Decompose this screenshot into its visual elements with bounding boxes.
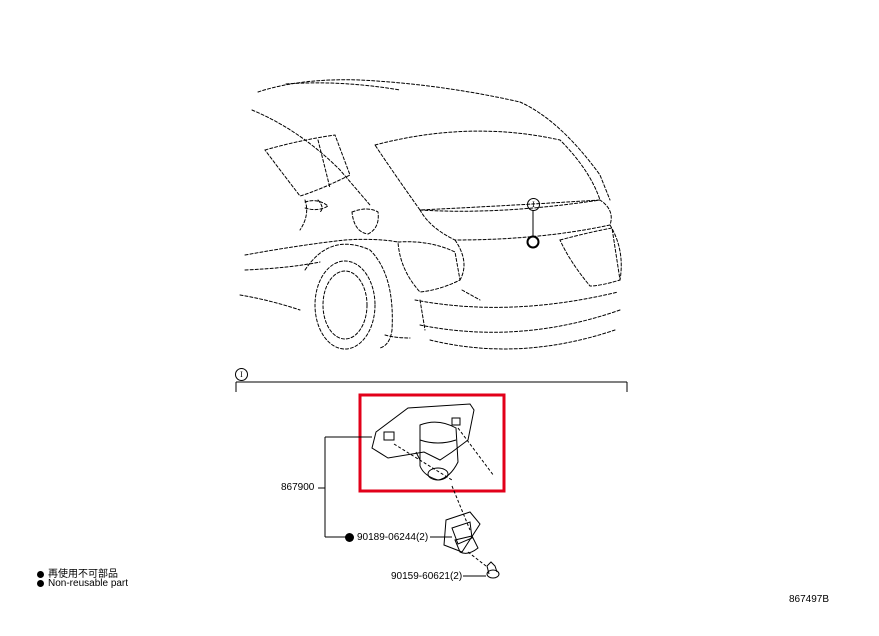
part-label-camera: 867900 — [281, 482, 315, 493]
figure-id: 867497B — [789, 594, 830, 605]
callout-ref-top: I — [527, 198, 540, 211]
legend-jp: 再使用不可部品 — [37, 565, 118, 580]
legend-dot-icon — [37, 570, 44, 578]
part-label-clip: 90189-06244(2) — [357, 532, 429, 543]
callout-ref-detail-letter: I — [240, 370, 243, 379]
callout-ref-top-letter: I — [532, 200, 535, 209]
legend-jp-text: 再使用不可部品 — [48, 569, 118, 580]
non-reusable-marker-clip — [345, 533, 354, 542]
part-label-screw: 90159-60621(2) — [391, 571, 463, 582]
legend-en: Non-reusable part — [37, 578, 128, 589]
legend-en-text: Non-reusable part — [48, 578, 129, 589]
callout-ref-detail: I — [235, 368, 248, 381]
legend-dot-icon — [37, 579, 44, 587]
